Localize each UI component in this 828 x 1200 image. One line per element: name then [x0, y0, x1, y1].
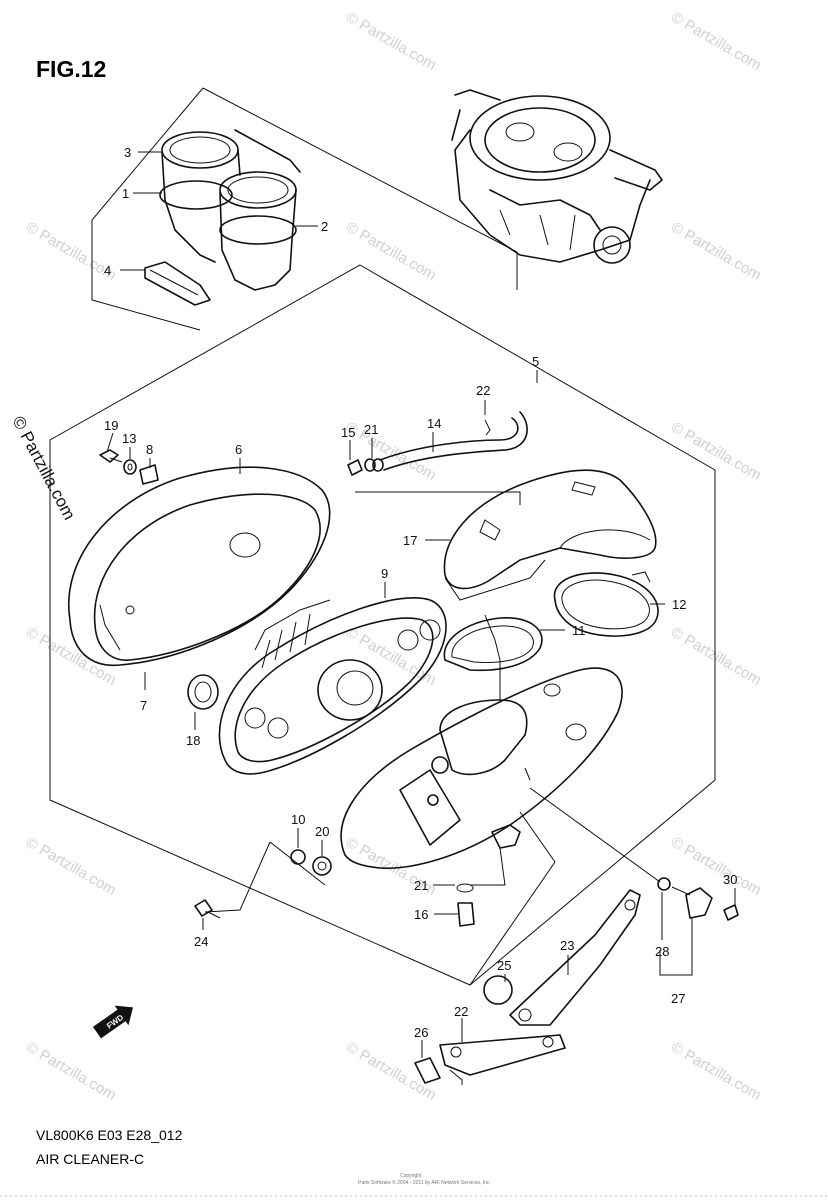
outlet-duct [443, 469, 657, 601]
callout-16: 16 [414, 907, 428, 922]
callout-24: 23 [560, 938, 574, 953]
watermark: © Partzilla.com [343, 624, 439, 689]
callout-20: 20 [315, 824, 329, 839]
watermark: © Partzilla.com [23, 1039, 119, 1104]
callout-22: 22 [476, 383, 490, 398]
callout-labels: 3 1 2 4 5 22 14 19 13 8 6 15 21 17 9 12 … [104, 145, 737, 1040]
callout-14: 14 [427, 416, 441, 431]
callout-18: 18 [186, 733, 200, 748]
copyright-line2: Parts Software © 2004 - 2011 by ARI Netw… [358, 1179, 491, 1186]
watermark: © Partzilla.com [343, 219, 439, 284]
callout-2: 2 [321, 219, 328, 234]
callout-5: 5 [532, 354, 539, 369]
watermark: © Partzilla.com [23, 834, 119, 899]
air-cleaner-group-box [49, 264, 716, 986]
callout-30: 30 [723, 872, 737, 887]
watermark: © Partzilla.com [668, 834, 764, 899]
callout-9: 9 [381, 566, 388, 581]
leader-lines [106, 151, 736, 1085]
watermark: © Partzilla.com [668, 9, 764, 74]
watermark: © Partzilla.com [668, 624, 764, 689]
small-fasteners-bottom [194, 794, 521, 927]
callout-3: 3 [124, 145, 131, 160]
sensor-assembly [657, 877, 739, 921]
watermark: © Partzilla.com [668, 1039, 764, 1104]
air-cleaner-case [340, 667, 623, 870]
callout-4: 4 [104, 263, 111, 278]
callout-19: 19 [104, 418, 118, 433]
callout-10: 10 [291, 812, 305, 827]
callout-21: 21 [364, 422, 378, 437]
model-code: VL800K6 E03 E28_012 [36, 1127, 183, 1143]
intake-funnels [144, 129, 301, 306]
watermark: © Partzilla.com [343, 1039, 439, 1104]
copyright-line1: Copyright [400, 1173, 422, 1179]
callout-29: 28 [655, 944, 669, 959]
seal-11 [443, 617, 543, 672]
callout-11: 11 [572, 623, 586, 638]
throttle-body [451, 89, 663, 264]
callout-27: 26 [414, 1025, 428, 1040]
mounting-brackets [414, 889, 641, 1084]
section-name: AIR CLEANER-C [36, 1151, 144, 1167]
callout-15: 15 [341, 425, 355, 440]
filter-element [218, 596, 447, 775]
callout-1: 1 [122, 186, 129, 201]
watermark: © Partzilla.com [668, 219, 764, 284]
watermark-layer: © Partzilla.com © Partzilla.com © Partzi… [8, 9, 764, 1104]
callout-25: 24 [194, 934, 208, 949]
watermark: © Partzilla.com [343, 9, 439, 74]
watermark: © Partzilla.com [343, 419, 439, 484]
callout-7: 7 [140, 698, 147, 713]
breather-hose [379, 411, 528, 471]
callout-17: 17 [403, 533, 417, 548]
clamp-12 [553, 571, 659, 637]
callout-21-lower: 21 [414, 878, 428, 893]
callout-26: 25 [497, 958, 511, 973]
air-cleaner-cover [67, 466, 331, 667]
intake-group-box [91, 87, 518, 331]
callout-13: 13 [122, 431, 136, 446]
callout-8: 8 [146, 442, 153, 457]
callout-6: 6 [235, 442, 242, 457]
figure-title: FIG.12 [36, 56, 106, 82]
callout-23: 22 [454, 1004, 468, 1019]
grommet-18 [187, 674, 219, 710]
callout-28: 27 [671, 991, 685, 1006]
callout-12: 12 [672, 597, 686, 612]
fwd-arrow: FWD [92, 1005, 134, 1039]
watermark: © Partzilla.com [23, 624, 119, 689]
